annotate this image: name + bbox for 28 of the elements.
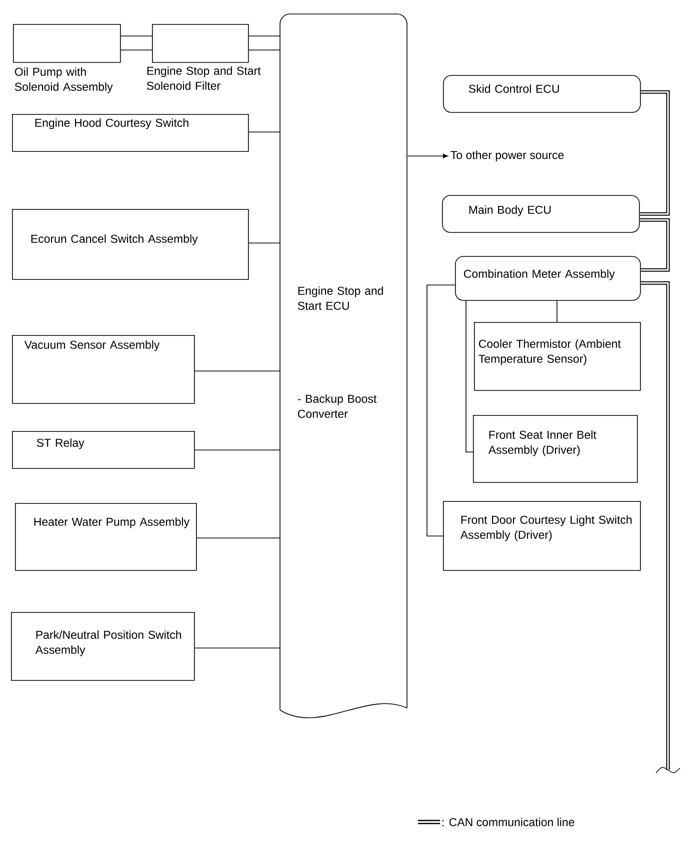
- component-box: Vacuum Sensor Assembly: [12, 335, 195, 404]
- component-box: Ecorun Cancel Switch Assembly: [12, 209, 249, 280]
- can-line: [640, 90, 670, 216]
- connection-line: [466, 300, 474, 452]
- component-box: Park/Neutral Position Switch Assembly: [11, 612, 195, 681]
- connection-line: [556, 300, 558, 322]
- arrow: [407, 154, 448, 158]
- component-box: Engine Stop and Start Solenoid Filter: [146, 24, 261, 90]
- ecu-box: Skid Control ECU: [443, 75, 641, 113]
- connection-line: [426, 284, 456, 536]
- component-box: Heater Water Pump Assembly: [15, 503, 197, 571]
- ecu-box: Main Body ECU: [442, 195, 640, 233]
- component-box: Cooler Thermistor (Ambient Temperature Sensor): [474, 322, 641, 391]
- meter-box: Combination Meter Assembly: [455, 256, 641, 301]
- component-box: ST Relay: [12, 431, 195, 469]
- component-box: Front Seat Inner Belt Assembly (Driver): [473, 415, 638, 483]
- component-box: Oil Pump with Solenoid Assembly: [13, 24, 121, 94]
- can-line: [640, 281, 670, 770]
- ecu-block: Engine Stop and Start ECU - Backup Boost Converter: [280, 14, 408, 718]
- can-line: [640, 218, 670, 272]
- component-box: Front Door Courtesy Light Switch Assembly (Driver): [443, 501, 641, 571]
- node-label: Oil Pump with Solenoid Assembly: [14, 67, 113, 94]
- connection-line: [194, 370, 280, 372]
- note-text: To other power source: [450, 150, 564, 162]
- connection-line: [248, 242, 280, 244]
- component-box: Engine Hood Courtesy Switch: [12, 114, 249, 152]
- node-label: Engine Stop and Start Solenoid Filter: [146, 66, 261, 90]
- legend-text: : CAN communication line: [442, 818, 574, 826]
